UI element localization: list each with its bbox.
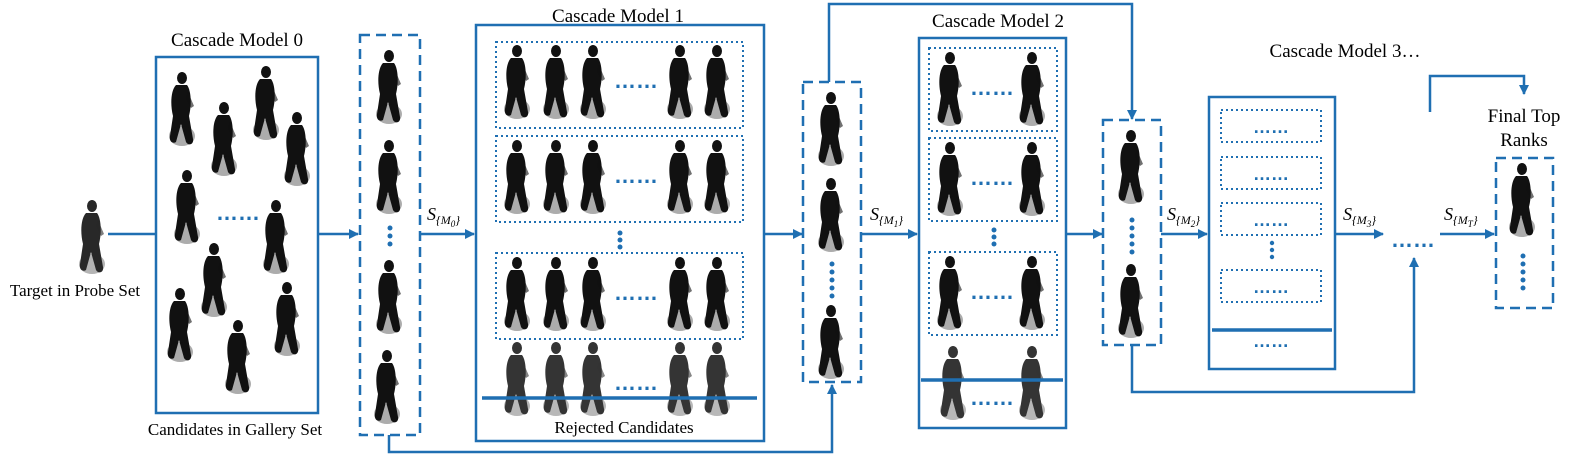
model3-group-2 (1220, 156, 1322, 190)
score-s2-base: S (1167, 204, 1176, 224)
candidates-label: Candidates in Gallery Set (148, 420, 322, 439)
model1-group-3 (495, 252, 744, 340)
final-title-line1: Final Top (1488, 106, 1561, 127)
score-s1-close: } (898, 213, 903, 227)
score-s0-sub: {M (436, 213, 452, 227)
score-s3-idx: 3 (1366, 219, 1372, 229)
score-sT-idx: T (1468, 219, 1474, 229)
gallery-walker (211, 102, 237, 176)
model2-candidates (937, 52, 1045, 420)
set1-box (801, 80, 863, 384)
model2-row2-ellipsis: …… (970, 165, 1014, 190)
cascade-continuation-ellipsis: …… (1391, 227, 1435, 252)
arrow-set2-to-final-bottom (1130, 257, 1419, 394)
set0-walker (374, 350, 400, 424)
model3-title: Cascade Model 3… (1270, 41, 1421, 62)
target-label: Target in Probe Set (10, 281, 140, 300)
score-sT-sub: {M (1453, 213, 1469, 227)
set1-vertical-dots (829, 261, 835, 299)
model1-group-1 (495, 41, 744, 129)
gallery-walker (274, 282, 300, 356)
gallery-walker (225, 320, 251, 394)
score-s0-idx: 0 (451, 219, 456, 229)
set0-vertical-dots (387, 225, 393, 247)
model1-vertical-dots (617, 230, 623, 250)
score-s2-sub: {M (1176, 213, 1192, 227)
rejected-label: Rejected Candidates (554, 418, 693, 437)
gallery-walker (201, 243, 227, 317)
model3-row1-ellipsis: …… (1253, 117, 1289, 137)
gallery-walker (253, 66, 279, 140)
arrow-set0-to-set1-bottom (387, 384, 837, 454)
model1-group-2 (495, 135, 744, 223)
score-s1-sub: {M (879, 213, 895, 227)
probe-walker (79, 200, 105, 274)
score-s1-base: S (870, 204, 879, 224)
model2-title: Cascade Model 2 (932, 11, 1064, 32)
set2-vertical-dots (1129, 217, 1135, 255)
score-s0: S{M0} (427, 204, 460, 229)
score-s0-base: S (427, 204, 436, 224)
probe-target (79, 200, 105, 274)
model3-row4-ellipsis: …… (1253, 277, 1289, 297)
model1-row2-ellipsis: …… (614, 163, 658, 188)
score-s2: S{M2} (1167, 204, 1200, 229)
score-s2-idx: 2 (1191, 219, 1196, 229)
final-title-line2: Ranks (1500, 130, 1548, 151)
gallery-walker (169, 72, 195, 146)
model2-vertical-dots (991, 227, 997, 247)
gallery-walker (284, 112, 310, 186)
model3-row3-ellipsis: …… (1253, 210, 1289, 230)
score-s1-idx: 1 (894, 219, 899, 229)
model3-rejected-ellipsis: …… (1253, 331, 1289, 351)
gallery-candidates (167, 66, 310, 394)
model2-group-1 (928, 47, 1058, 132)
set1-candidates (818, 92, 844, 379)
model3-group-3 (1220, 202, 1322, 236)
score-s3-base: S (1343, 204, 1352, 224)
score-s1: S{M1} (870, 204, 903, 229)
model0-ellipsis: …… (216, 200, 260, 225)
score-sT-close: } (1473, 213, 1478, 227)
model2-row3-ellipsis: …… (970, 279, 1014, 304)
model3-box (1207, 95, 1337, 371)
score-s0-close: } (455, 213, 460, 227)
model1-title: Cascade Model 1 (552, 6, 684, 27)
model3-row2-ellipsis: …… (1253, 164, 1289, 184)
score-s2-close: } (1195, 213, 1200, 227)
model3-group-4 (1220, 269, 1322, 303)
model1-row1-ellipsis: …… (614, 68, 658, 93)
gallery-walker (167, 288, 193, 362)
score-s3: S{M3} (1343, 204, 1376, 229)
set0-walker (376, 260, 402, 334)
model1-candidates (504, 45, 730, 416)
final-ranks-candidates (1509, 163, 1535, 237)
model3-vertical-dots (1269, 240, 1275, 260)
set0-walker (376, 140, 402, 214)
model2-group-3 (928, 251, 1058, 336)
model2-row1-ellipsis: …… (970, 75, 1014, 100)
model1-row3-ellipsis: …… (614, 280, 658, 305)
final-ranks-box (1494, 156, 1555, 310)
model0-title: Cascade Model 0 (171, 30, 303, 51)
arrow-set1-skip-to-set2 (827, 2, 1137, 120)
arrow-top-to-final-ranks (1428, 74, 1529, 112)
score-sT-base: S (1444, 204, 1453, 224)
set0-walker (376, 50, 402, 124)
gallery-walker (174, 170, 200, 244)
model1-rejected-ellipsis: …… (614, 370, 658, 395)
score-sT: S{MT} (1444, 204, 1478, 229)
gallery-walker (263, 200, 289, 274)
final-vertical-dots (1520, 253, 1526, 291)
model3-group-1 (1220, 109, 1322, 143)
model2-rejected-ellipsis: …… (970, 385, 1014, 410)
score-s3-sub: {M (1352, 213, 1368, 227)
score-s3-close: } (1371, 213, 1376, 227)
model2-group-2 (928, 137, 1058, 222)
